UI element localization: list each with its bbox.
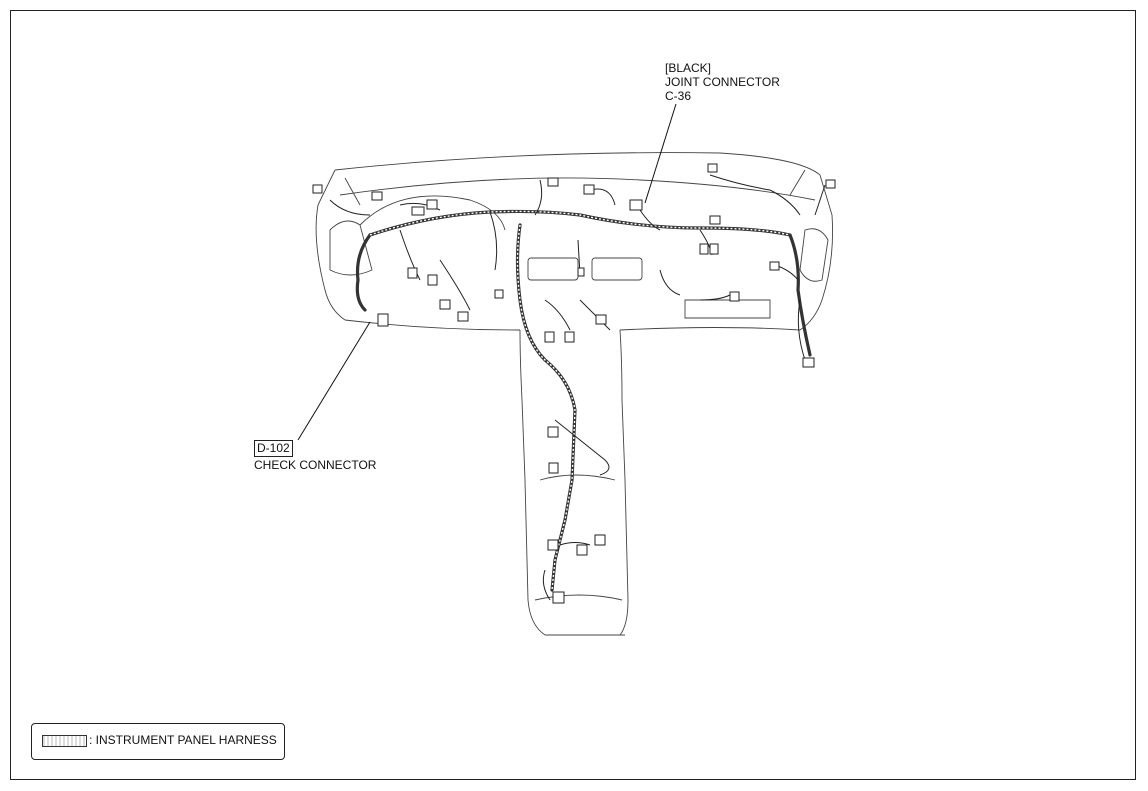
- c36-leader-line: [644, 103, 677, 204]
- dashboard-outline: [315, 152, 834, 636]
- joint-connector-code: C-36: [665, 89, 692, 103]
- harness-legend-swatch: [42, 735, 87, 747]
- harness-branches: [329, 174, 826, 601]
- check-connector-code-box: D-102: [254, 440, 293, 457]
- joint-connector-label: JOINT CONNECTOR: [665, 75, 780, 89]
- drawing-border: [10, 10, 1136, 780]
- harness-fill-pattern: [369, 210, 791, 591]
- check-connector-label: CHECK CONNECTOR: [254, 458, 377, 472]
- connector-blocks: [312, 163, 836, 604]
- legend-label: : INSTRUMENT PANEL HARNESS: [89, 733, 277, 747]
- leader-lines: [297, 103, 677, 441]
- joint-connector-callout: [BLACK] JOINT CONNECTOR C-36: [665, 61, 780, 103]
- legend: : INSTRUMENT PANEL HARNESS: [31, 723, 285, 760]
- connector-color-label: [BLACK]: [665, 61, 712, 75]
- d102-leader-line: [297, 321, 371, 441]
